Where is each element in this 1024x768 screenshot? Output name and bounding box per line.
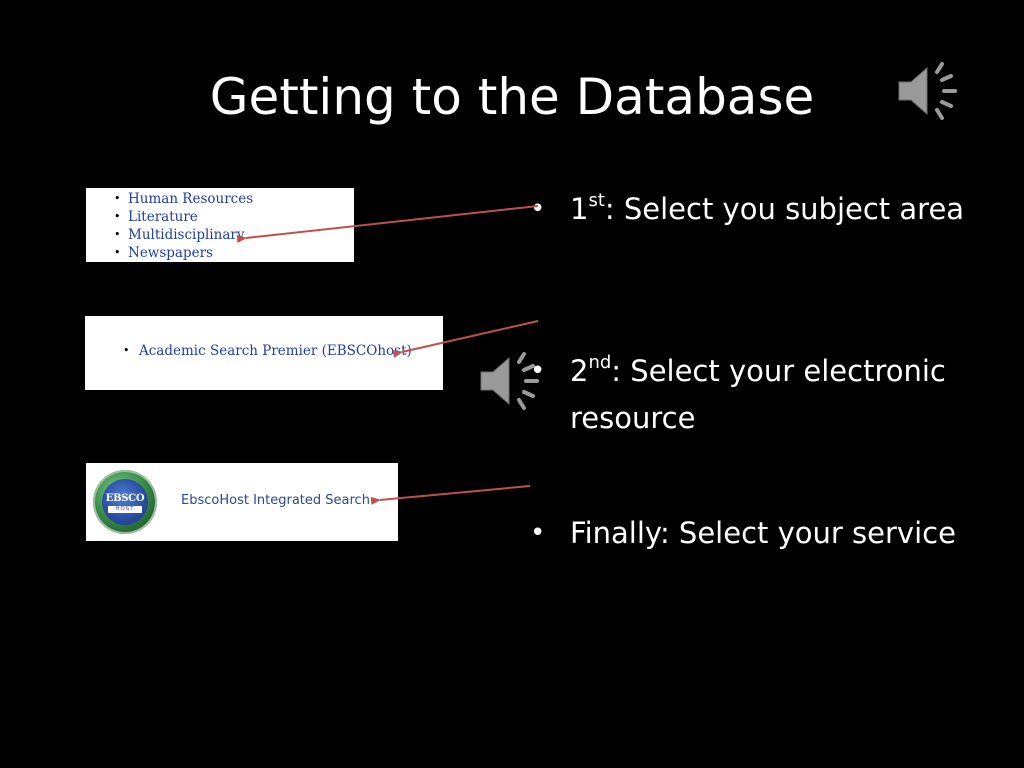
bullet-step-final: Finally: Select your service	[528, 510, 1010, 557]
bullet-ordinal-suffix: nd	[588, 352, 612, 374]
speaker-icon[interactable]	[895, 60, 963, 122]
subject-item-human-resources[interactable]: Human Resources	[114, 190, 253, 208]
subject-item-newspapers[interactable]: Newspapers	[114, 244, 253, 262]
bullet-ordinal: 1	[570, 192, 589, 226]
bullet-text: : Select your electronic resource	[570, 354, 946, 435]
bullet-ordinal: 2	[570, 354, 589, 388]
bullet-text: Finally: Select your service	[570, 516, 956, 550]
service-link-ebscohost-integrated-search[interactable]: EbscoHost Integrated Search	[181, 493, 370, 508]
ebsco-logo-badge: EBSCO HOST	[102, 479, 148, 525]
service-screenshot: EBSCO HOST EbscoHost Integrated Search	[86, 463, 398, 541]
database-item-academic-search-premier[interactable]: Academic Search Premier (EBSCOhost)	[123, 342, 412, 360]
subject-item-multidisciplinary[interactable]: Multidisciplinary	[114, 226, 253, 244]
ebsco-logo-text: EBSCO	[105, 493, 145, 504]
bullet-step-2: 2nd: Select your electronic resource	[528, 348, 1010, 442]
subject-area-screenshot: Human Resources Literature Multidiscipli…	[86, 188, 354, 262]
slide-title: Getting to the Database	[209, 68, 815, 126]
ebsco-logo-subtext: HOST	[108, 506, 142, 513]
bullet-ordinal-suffix: st	[588, 190, 605, 212]
subject-item-literature[interactable]: Literature	[114, 208, 253, 226]
bullet-text: : Select you subject area	[604, 192, 965, 226]
subject-list: Human Resources Literature Multidiscipli…	[114, 190, 253, 262]
ebsco-logo: EBSCO HOST	[93, 470, 157, 534]
arrow-to-ebscohost-integrated-search	[370, 485, 531, 505]
bullet-step-1: 1st: Select you subject area	[528, 186, 1010, 233]
database-screenshot: Academic Search Premier (EBSCOhost)	[85, 316, 443, 390]
